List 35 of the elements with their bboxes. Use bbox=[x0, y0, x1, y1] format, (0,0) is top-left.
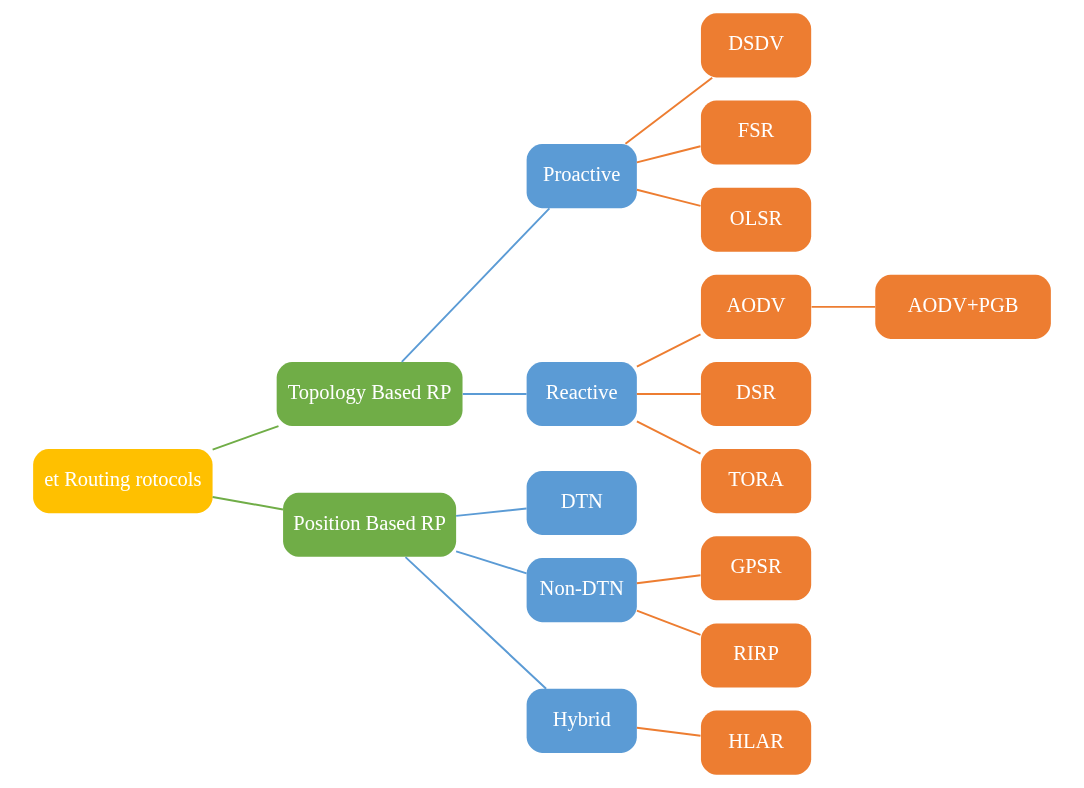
connector bbox=[404, 556, 548, 690]
node-box: Position Based RP bbox=[283, 492, 457, 557]
node-box: DSDV bbox=[700, 13, 812, 78]
connector bbox=[211, 425, 280, 451]
connector bbox=[810, 305, 877, 308]
node-box: AODV+PGB bbox=[875, 274, 1051, 339]
node-box: Non-DTN bbox=[526, 558, 637, 623]
node-box: DTN bbox=[526, 470, 637, 535]
connector bbox=[635, 420, 702, 455]
connector bbox=[635, 726, 702, 737]
connector bbox=[635, 393, 702, 395]
connector bbox=[635, 188, 702, 207]
node-box: FSR bbox=[700, 100, 812, 165]
connector bbox=[635, 609, 702, 636]
node-box: TORA bbox=[700, 449, 812, 514]
node-box: HLAR bbox=[700, 710, 812, 775]
connector bbox=[635, 145, 702, 164]
node-box: AODV bbox=[700, 274, 812, 339]
node-box: GPSR bbox=[700, 536, 812, 601]
node-box: Reactive bbox=[526, 361, 637, 427]
node-box: OLSR bbox=[700, 187, 812, 252]
connector bbox=[455, 550, 528, 575]
connector bbox=[455, 507, 528, 517]
node-box: Topology Based RP bbox=[276, 361, 463, 427]
node-box: RIRP bbox=[700, 623, 812, 688]
connector bbox=[211, 496, 284, 511]
connector bbox=[624, 76, 714, 145]
node-box: DSR bbox=[700, 361, 812, 427]
connector bbox=[635, 574, 702, 585]
node-box: et Routing rotocols bbox=[33, 449, 213, 514]
node-box: Proactive bbox=[526, 144, 637, 209]
connector bbox=[461, 393, 528, 395]
node-box: Hybrid bbox=[526, 688, 637, 753]
connector bbox=[400, 207, 551, 363]
connector bbox=[635, 333, 702, 368]
